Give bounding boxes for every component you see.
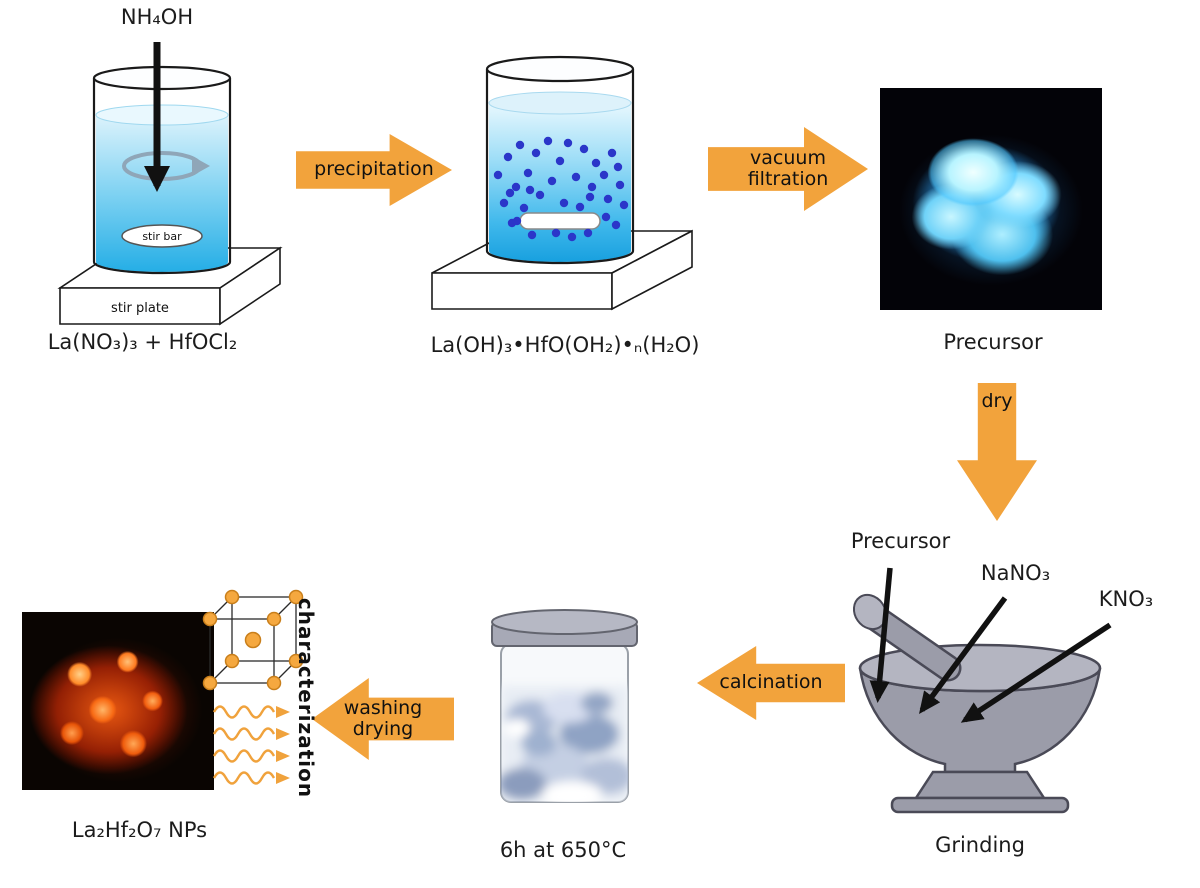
dry-arrow-label: dry	[981, 390, 1013, 412]
mortar-input-precursor-label: Precursor	[850, 529, 951, 553]
emission-waves-icon	[212, 705, 290, 785]
stir-bar	[121, 224, 203, 248]
beaker1-caption: La(NO₃)₃ + HfOCl₂	[47, 330, 238, 354]
vacuum-filtration-arrow-label: vacuum filtration	[708, 127, 868, 211]
beaker1-icon: stir bar	[92, 65, 232, 275]
pestle-icon	[852, 593, 962, 682]
calcined-jar-illustration	[491, 609, 638, 803]
vacuum-line2: filtration	[747, 168, 829, 190]
characterization-label: characterization	[294, 597, 318, 799]
stir-bar-label: stir bar	[142, 230, 182, 243]
vacuum-line1: vacuum	[750, 146, 826, 169]
jar-caption: 6h at 650°C	[499, 838, 627, 862]
nh4oh-label: NH₄OH	[120, 5, 194, 29]
mortar-icon	[858, 643, 1102, 814]
stir-plate-label: stir plate	[111, 301, 169, 316]
beaker2-caption: La(OH)₃•HfO(OH₂)•ₙ(H₂O)	[430, 333, 700, 357]
precipitate-dots	[493, 136, 629, 242]
beaker2-illustration	[431, 55, 693, 311]
product-caption: La₂Hf₂O₇ NPs	[71, 818, 208, 842]
crystal-structure-icon	[202, 589, 304, 691]
washing-drying-arrow-label: washing drying	[312, 678, 454, 760]
product-photo	[22, 612, 214, 790]
washing-line1: washing	[343, 696, 423, 719]
mortar-input-arrows	[869, 567, 1112, 723]
grinding-caption: Grinding	[935, 833, 1025, 857]
mortar-input-kno3-label: KNO₃	[1098, 587, 1154, 611]
stir-bar	[519, 212, 601, 230]
jar-lid	[491, 609, 638, 647]
beaker1-illustration: stir plate stir bar	[57, 42, 283, 326]
kno3-input-arrow	[960, 622, 1112, 723]
crystal-atoms	[202, 589, 304, 691]
nano3-input-arrow	[919, 596, 1008, 715]
mortar-input-nano3-label: NaNO₃	[980, 561, 1051, 585]
beaker2-icon	[485, 55, 635, 265]
precursor-photo	[880, 88, 1102, 310]
washing-line2: drying	[352, 718, 414, 740]
jar-contents	[501, 686, 628, 802]
precursor-caption: Precursor	[943, 330, 1043, 354]
precipitation-arrow-label: precipitation	[314, 158, 434, 181]
precursor-input-arrow	[869, 567, 893, 703]
calcination-arrow-label: calcination	[719, 671, 823, 694]
mortar-pestle-illustration	[852, 567, 1112, 814]
